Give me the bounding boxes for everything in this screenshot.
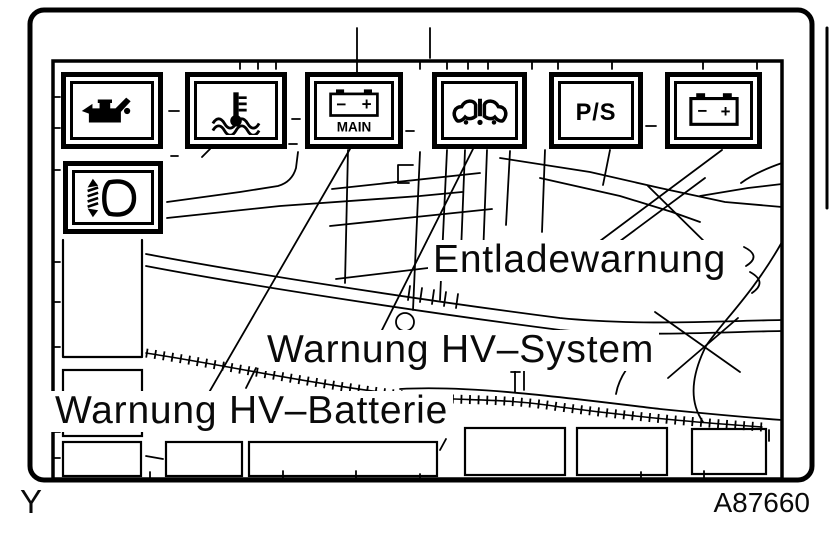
callout-warnung-hv-batterie: Warnung HV–Batterie xyxy=(50,390,454,432)
leader-lines xyxy=(199,148,723,409)
leader-line-hv-batterie xyxy=(199,148,351,409)
leader-line-hv-system xyxy=(379,148,474,335)
main-battery-icon: − + MAIN xyxy=(329,88,379,134)
railway-line xyxy=(145,348,783,432)
figure-index-letter: Y xyxy=(20,483,43,520)
indicator-charge: − + xyxy=(665,72,762,149)
charge-battery-icon: − + xyxy=(688,92,739,126)
plus-symbol: + xyxy=(362,95,372,114)
cluster-bottom-boxes xyxy=(61,238,768,478)
coolant-temperature-icon xyxy=(211,91,261,135)
callout-warnung-hv-system: Warnung HV–System xyxy=(262,329,660,371)
map-right-side xyxy=(499,149,783,423)
plus-symbol: + xyxy=(720,102,730,121)
car-exclamation-icon xyxy=(452,98,507,125)
indicator-oil-pressure xyxy=(61,72,163,149)
indicator-coolant-temperature xyxy=(185,72,287,149)
figure-code: A87660 xyxy=(713,487,810,518)
map-grid-blocks xyxy=(329,149,511,311)
minus-symbol: − xyxy=(336,95,346,114)
minus-symbol: − xyxy=(697,101,707,120)
figure-frame xyxy=(27,7,829,483)
power-steering-icon: P/S xyxy=(576,99,617,125)
callout-entladewarnung: Entladewarnung xyxy=(428,239,732,281)
main-label: MAIN xyxy=(337,119,372,134)
ps-label: P/S xyxy=(576,99,617,125)
indicator-main-battery: − + MAIN xyxy=(305,72,403,149)
indicator-headlight-leveling xyxy=(63,161,163,234)
leader-line-entladewarnung xyxy=(599,149,723,242)
indicator-hybrid-system xyxy=(432,72,527,149)
indicator-power-steering: P/S xyxy=(549,72,643,149)
headlight-leveling-icon xyxy=(87,178,137,217)
oil-pressure-icon xyxy=(81,97,131,123)
